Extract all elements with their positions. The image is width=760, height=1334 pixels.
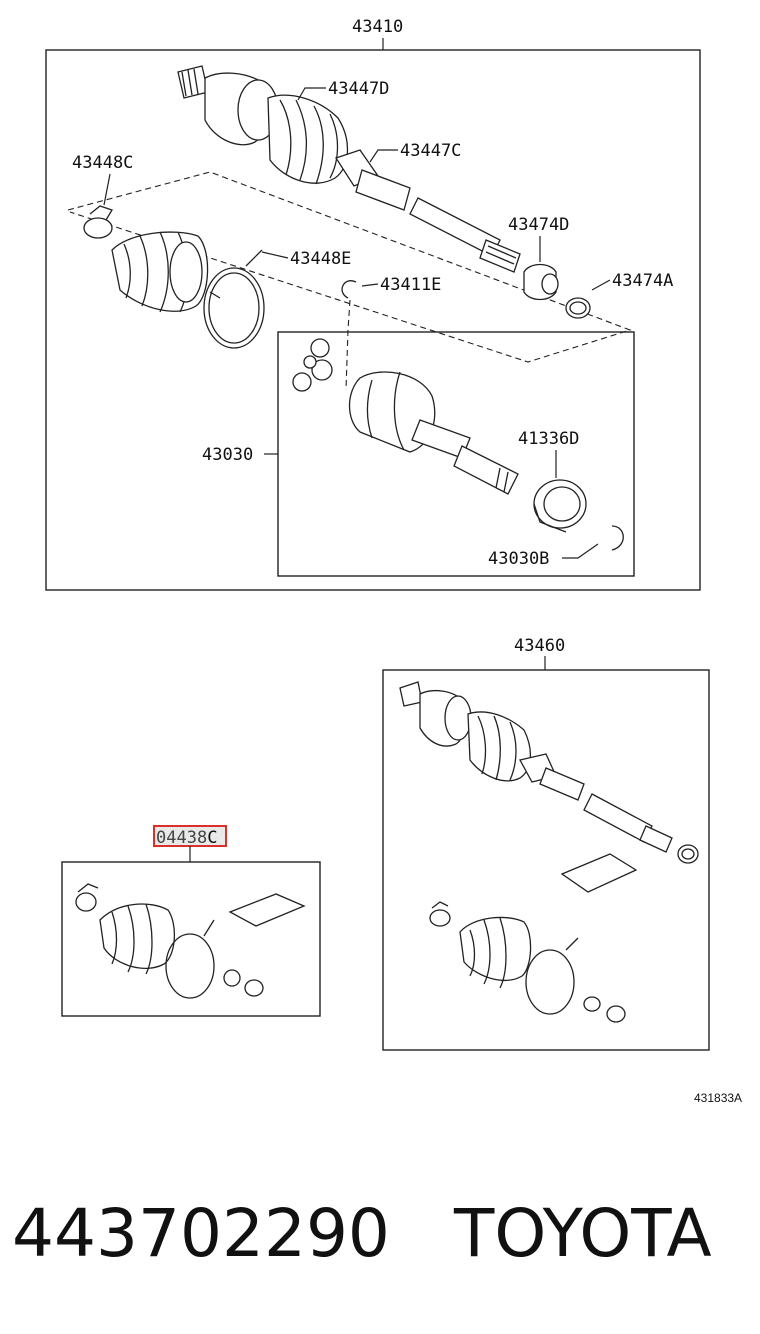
assembly-box-43410 xyxy=(45,49,701,591)
label-04438[interactable]: 04438C xyxy=(156,828,217,848)
dust-cover-43474D[interactable] xyxy=(523,263,559,301)
grease-pack-rear[interactable] xyxy=(560,853,638,893)
clamp-large-43448E[interactable] xyxy=(203,249,265,349)
tripod-spider[interactable] xyxy=(292,338,333,392)
oil-seal-41336D[interactable] xyxy=(533,479,587,533)
assembly-box-43460 xyxy=(382,669,710,1051)
figure-code: 431833A xyxy=(694,1091,742,1105)
explode-outline xyxy=(67,171,632,363)
dust-ring-43474A[interactable] xyxy=(565,297,591,319)
label-43410[interactable]: 43410 xyxy=(352,17,403,37)
circlip-43030B[interactable] xyxy=(611,525,624,551)
label-43447D[interactable]: 43447D xyxy=(328,79,389,99)
clamp-small-43448C[interactable] xyxy=(83,205,113,239)
drive-shaft-rear[interactable] xyxy=(399,681,699,864)
label-43474D[interactable]: 43474D xyxy=(508,215,569,235)
footer-brand: TOYOTA xyxy=(453,1195,712,1272)
label-43030B[interactable]: 43030B xyxy=(488,549,549,569)
label-43448C[interactable]: 43448C xyxy=(72,153,133,173)
label-41336D[interactable]: 41336D xyxy=(518,429,579,449)
drive-shaft-front[interactable] xyxy=(177,65,521,273)
snap-ring-43411E[interactable] xyxy=(341,280,357,299)
label-43447C[interactable]: 43447C xyxy=(400,141,461,161)
label-43030[interactable]: 43030 xyxy=(202,445,253,465)
boot-kit-04438[interactable] xyxy=(75,883,306,999)
footer-part-number: 443702290 xyxy=(12,1195,390,1272)
label-43474A[interactable]: 43474A xyxy=(612,271,673,291)
boot-kit-rear[interactable] xyxy=(429,901,626,1023)
inner-boot[interactable] xyxy=(111,231,209,313)
assembly-box-04438 xyxy=(61,861,321,1017)
label-43460[interactable]: 43460 xyxy=(514,636,565,656)
inner-joint-housing[interactable] xyxy=(348,371,519,495)
label-43411E[interactable]: 43411E xyxy=(380,275,441,295)
label-43448E[interactable]: 43448E xyxy=(290,249,351,269)
